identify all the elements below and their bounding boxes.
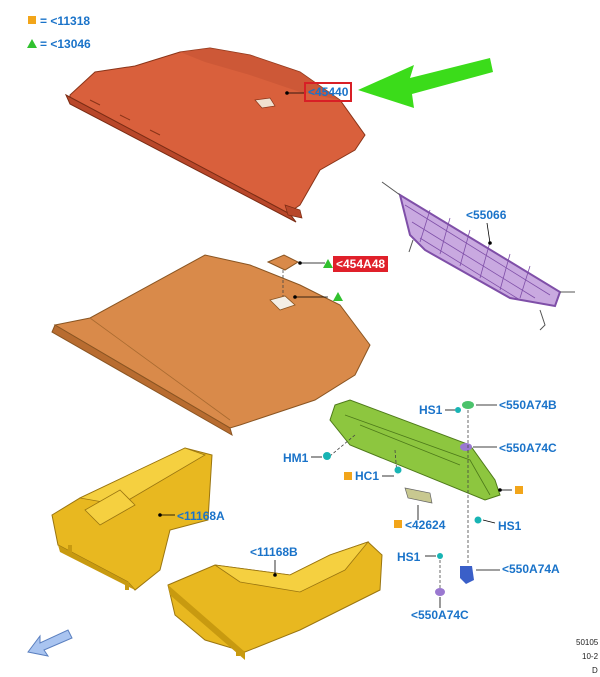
label-plate[interactable]: <42624 bbox=[405, 518, 446, 532]
label-hs1-top[interactable]: HS1 bbox=[419, 403, 443, 417]
triangle-marker-icon bbox=[27, 39, 37, 48]
fastener-hm1[interactable] bbox=[323, 452, 331, 460]
fastener-hs1-right[interactable] bbox=[474, 516, 482, 524]
front-direction-arrow-icon bbox=[27, 629, 73, 657]
square-marker-plate-icon bbox=[394, 520, 402, 528]
cargo-cover-shelf[interactable] bbox=[64, 47, 366, 223]
fastener-hc1[interactable] bbox=[394, 466, 402, 474]
bracket-mid-part[interactable] bbox=[460, 443, 472, 451]
legend-triangle-text: = <13046 bbox=[40, 37, 91, 51]
bracket-top-part[interactable] bbox=[462, 401, 474, 409]
label-cargo-net[interactable]: <55066 bbox=[466, 208, 507, 222]
square-marker-crossmember-icon bbox=[515, 486, 523, 494]
legend-triangle-entry: = <13046 bbox=[27, 37, 91, 51]
label-rear-tray[interactable]: <11168B bbox=[250, 545, 298, 559]
label-hc1[interactable]: HC1 bbox=[355, 469, 380, 483]
footer-line-3: D bbox=[592, 666, 598, 675]
triangle-marker-clip-icon bbox=[323, 259, 333, 268]
bracket-lower-part[interactable] bbox=[435, 588, 445, 596]
legend-square-entry: = <11318 bbox=[28, 14, 90, 28]
label-side-tray[interactable]: <11168A bbox=[177, 509, 225, 523]
triangle-marker-floor-icon bbox=[333, 292, 343, 301]
square-marker-icon bbox=[28, 16, 36, 24]
rear-crossmember[interactable] bbox=[329, 399, 501, 504]
footer-line-1: 50105 bbox=[576, 638, 599, 647]
label-hm1[interactable]: HM1 bbox=[283, 451, 309, 465]
cargo-net[interactable] bbox=[381, 181, 575, 331]
fastener-hs1-top[interactable] bbox=[455, 407, 461, 413]
label-bracket-bottom[interactable]: <550A74A bbox=[502, 562, 560, 576]
legend-square-text: = <11318 bbox=[40, 14, 91, 28]
footer-line-2: 10-2 bbox=[582, 652, 599, 661]
label-bracket-lower[interactable]: <550A74C bbox=[411, 608, 469, 622]
green-pointer-arrow-icon bbox=[358, 58, 493, 108]
label-hs1-lower[interactable]: HS1 bbox=[397, 550, 421, 564]
label-floor-clip[interactable]: <454A48 bbox=[333, 256, 389, 272]
bracket-bottom-part[interactable] bbox=[460, 566, 474, 584]
label-bracket-mid[interactable]: <550A74C bbox=[499, 441, 557, 455]
side-storage-tray-a[interactable] bbox=[51, 447, 213, 591]
fastener-hs1-lower[interactable] bbox=[437, 553, 443, 559]
square-marker-hc1-icon bbox=[344, 472, 352, 480]
label-cover-shelf[interactable]: <45440 bbox=[304, 82, 353, 102]
rear-storage-tray-b[interactable] bbox=[167, 541, 383, 660]
leader-net bbox=[486, 222, 491, 244]
load-floor-panel[interactable] bbox=[51, 254, 371, 437]
label-bracket-top[interactable]: <550A74B bbox=[499, 398, 557, 412]
label-hs1-right[interactable]: HS1 bbox=[498, 519, 522, 533]
